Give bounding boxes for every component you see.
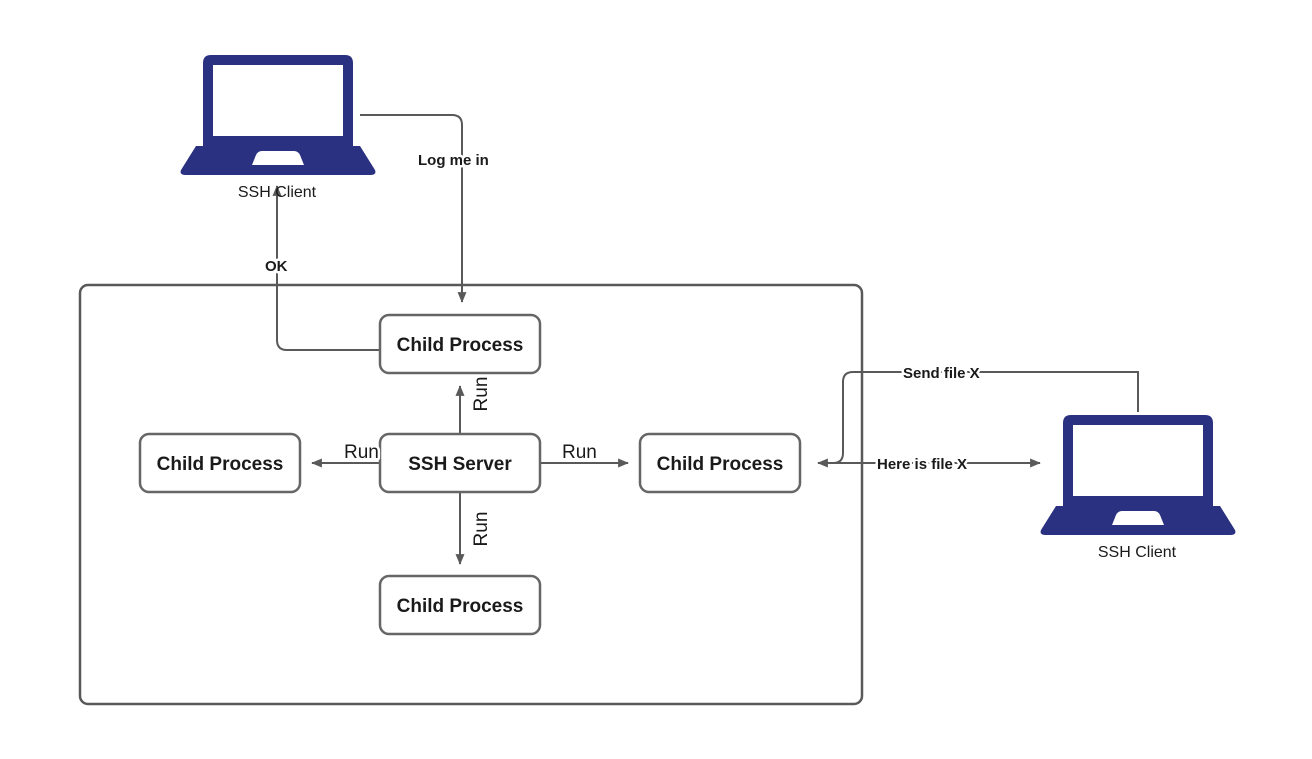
edge-label-run-right: Run — [562, 442, 597, 463]
server-host-boundary — [78, 283, 864, 706]
node-child-left-label: Child Process — [157, 454, 284, 475]
node-child-bottom-label: Child Process — [397, 596, 524, 617]
node-ssh-server-label: SSH Server — [408, 454, 512, 475]
node-ssh-server-box[interactable] — [378, 432, 542, 494]
node-ssh-server[interactable]: SSH Server — [378, 432, 542, 494]
node-child-right-label: Child Process — [657, 454, 784, 475]
node-child-left[interactable]: Child Process — [138, 432, 302, 494]
edge-label-log-me-in: Log me in — [418, 152, 489, 169]
node-child-top[interactable]: Child Process — [378, 313, 542, 375]
edge-label-run-up: Run — [471, 377, 492, 412]
node-child-left-box[interactable] — [138, 432, 302, 494]
node-child-top-box[interactable] — [378, 313, 542, 375]
edge-label-run-down: Run — [471, 512, 492, 547]
node-child-right[interactable]: Child Process — [638, 432, 802, 494]
node-child-bottom[interactable]: Child Process — [378, 574, 542, 636]
edge-label-ok: OK — [265, 258, 288, 275]
edge-label-run-left: Run — [344, 442, 379, 463]
node-child-top-label: Child Process — [397, 335, 524, 356]
laptop-icon-ssh-client-right — [1040, 415, 1236, 535]
laptop-icon-ssh-client-left — [180, 55, 376, 175]
edge-label-send-file-x: Send file X — [903, 365, 980, 382]
edge-label-here-is-file-x: Here is file X — [877, 456, 967, 473]
node-child-bottom-box[interactable] — [378, 574, 542, 636]
edge-log-me-in — [360, 114, 467, 303]
device-caption-ssh-client-left: SSH Client — [238, 184, 317, 201]
edge-ok — [272, 185, 380, 351]
node-child-right-box[interactable] — [638, 432, 802, 494]
device-caption-ssh-client-right: SSH Client — [1098, 544, 1177, 561]
